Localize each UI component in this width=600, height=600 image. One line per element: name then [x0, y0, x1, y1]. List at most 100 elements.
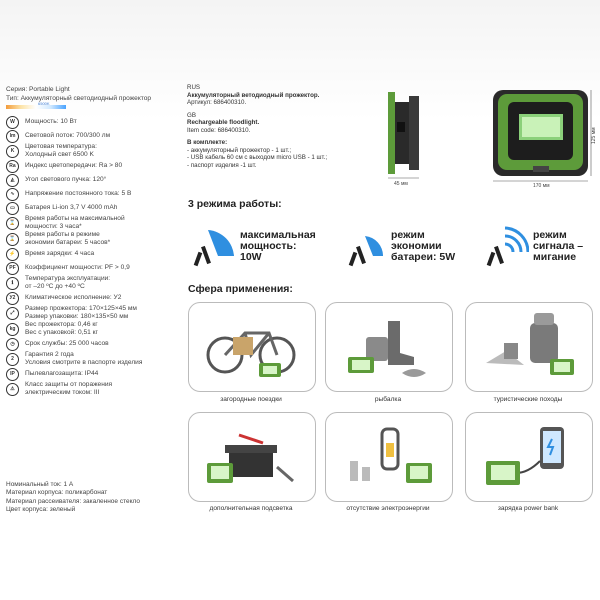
spec-text: Размер прожектора: 170×125×45 мм Размер …	[25, 305, 137, 320]
kit-item: - аккумуляторный прожектор - 1 шт.;	[187, 146, 292, 154]
spec-footer: Номинальный ток: 1 А Материал корпуса: п…	[6, 481, 140, 514]
warranty-icon: 2	[6, 352, 19, 366]
spec-text: Батарея Li-ion 3,7 V 4000 mAh	[25, 204, 118, 211]
size-icon: ⤢	[6, 306, 19, 320]
rus-article: Артикул: 686400310.	[187, 99, 247, 106]
apps-title: Сфера применения:	[188, 283, 293, 295]
color-temp-scale: 6500K	[6, 101, 66, 109]
app-tile-powerbank	[465, 412, 593, 502]
app-tile-blackout	[325, 412, 453, 502]
spec-row: ∿ Напряжение постоянного тока: 5 В	[6, 187, 181, 201]
mode-max-label: максимальная мощность: 10W	[240, 229, 316, 263]
gb-item-code: Item code: 686400310.	[187, 126, 251, 134]
spec-text: Коэффициент мощности: PF > 0,9	[25, 264, 130, 271]
app-caption-hiking: туристические походы	[493, 396, 563, 403]
bicycle-icon	[206, 331, 296, 377]
mode-max: максимальная мощность: 10W	[188, 220, 328, 270]
modes-title: 3 режима работы:	[188, 198, 282, 210]
app-caption-trips: загородные поездки	[220, 396, 282, 403]
kit-title: В комплекте:	[187, 139, 228, 146]
front-view-image: 170 мм 125 мм	[493, 90, 597, 189]
spec-text: Световой поток: 700/300 лм	[25, 132, 111, 139]
height-dimension: 125 мм	[591, 127, 597, 144]
spec-row: У2 Климатическое исполнение: У2	[6, 291, 181, 305]
spec-row: ℹ Температура эксплуатации: от –20 ºC до …	[6, 275, 181, 291]
rus-code: RUS	[187, 84, 201, 91]
spec-row: PF Коэффициент мощности: PF > 0,9	[6, 261, 181, 275]
spec-row: ⚡Время зарядки: 4 часа	[6, 247, 181, 261]
lumen-icon: lm	[6, 129, 19, 143]
kit-item: - USB кабель 60 см с выходом micro USB -…	[187, 154, 328, 161]
voltage-icon: ∿	[6, 187, 19, 201]
spec-row: ⌛Время работы на максимальной мощности: …	[6, 215, 181, 231]
cri-icon: Ra	[6, 159, 19, 173]
spec-text: Класс защиты от поражения электрическим …	[25, 381, 113, 396]
mode-eco: режим экономии батареи: 5W	[345, 220, 475, 270]
spec-row: Ra Индекс цветопередачи: Ra > 80	[6, 159, 181, 173]
weight-icon: kg	[6, 322, 19, 336]
spec-row: W Мощность: 10 Вт	[6, 115, 181, 129]
mode-eco-label: режим экономии батареи: 5W	[391, 229, 456, 263]
mode-signal: режим сигнала – мигание	[485, 220, 600, 270]
floodlight-signal-icon	[486, 226, 529, 267]
spec-text: Угол светового пучка: 120°	[25, 176, 107, 183]
spec-row: kg Вес прожектора: 0,46 кг Вес с упаковко…	[6, 321, 181, 337]
spec-text: Мощность: 10 Вт	[25, 118, 77, 125]
spec-text: Срок службы: 25 000 часов	[25, 340, 109, 347]
spec-row: K Цветовая температура: Холодный свет 650…	[6, 143, 181, 159]
app-caption-fishing: рыбалка	[374, 396, 402, 403]
app-caption-blackout: отсутствие электроэнергии	[346, 505, 430, 512]
spec-text: Климатическое исполнение: У2	[25, 294, 122, 301]
ip-icon: IP	[6, 367, 19, 381]
app-caption-powerbank: зарядка power bank	[497, 505, 559, 512]
width-dimension: 170 мм	[533, 183, 550, 189]
work-time-max-icon: ⌛	[6, 216, 19, 230]
spec-row: ⚠ Класс защиты от поражения электрическим…	[6, 381, 181, 397]
beam-angle-icon: ◭	[6, 173, 19, 187]
temperature-icon: ℹ	[6, 276, 19, 290]
app-tile-lighting	[188, 412, 316, 502]
protection-class-icon: ⚠	[6, 382, 19, 396]
series-label: Серия: Portable Light	[6, 86, 70, 93]
power-factor-icon: PF	[6, 261, 19, 275]
spec-text: Вес прожектора: 0,46 кг Вес с упаковкой:…	[25, 321, 98, 336]
spec-text: Температура эксплуатации: от –20 ºC до +…	[25, 275, 111, 290]
lantern-icon	[350, 427, 432, 483]
kit-item: - паспорт изделия -1 шт.	[187, 161, 257, 169]
app-tile-trips	[188, 302, 316, 392]
spec-text: Пылевлагозащита: IP44	[25, 370, 99, 377]
spec-text: Время работы в режиме экономии батареи: …	[25, 231, 111, 246]
spec-row: IP Пылевлагозащита: IP44	[6, 367, 181, 381]
spec-text: Напряжение постоянного тока: 5 В	[25, 190, 132, 197]
spec-text: Время зарядки: 4 часа	[25, 250, 95, 257]
lifetime-icon: ◷	[6, 337, 19, 351]
spec-text: Индекс цветопередачи: Ra > 80	[25, 162, 123, 169]
spec-text: Цветовая температура: Холодный свет 6500…	[25, 143, 97, 158]
backpack-icon	[486, 313, 574, 375]
climate-icon: У2	[6, 291, 19, 305]
spec-row: ⤢ Размер прожектора: 170×125×45 мм Размер…	[6, 305, 181, 321]
fishing-icon	[348, 321, 426, 377]
toolbox-icon	[207, 433, 294, 483]
floodlight-eco-icon	[348, 236, 384, 267]
app-tile-fishing	[325, 302, 453, 392]
footer-line: Номинальный ток: 1 А	[6, 481, 74, 488]
footer-line: Материал рассеивателя: закаленное стекло	[6, 497, 140, 505]
color-temp-scale-label: 6500K	[38, 101, 50, 106]
spec-list: W Мощность: 10 Вт lm Световой поток: 700/30…	[6, 115, 181, 397]
floodlight-max-icon	[193, 230, 234, 267]
gb-title: Rechargeable floodlight.	[187, 119, 260, 126]
color-temp-icon: K	[6, 144, 19, 158]
footer-line: Материал корпуса: поликарбонат	[6, 489, 108, 497]
spec-row: ◭ Угол светового пучка: 120°	[6, 173, 181, 187]
product-info: RUS Аккумуляторный ветодиодный прожектор…	[187, 84, 387, 169]
power-icon: W	[6, 115, 19, 129]
spec-row: lm Световой поток: 700/300 лм	[6, 129, 181, 143]
footer-line: Цвет корпуса: зеленый	[6, 505, 76, 513]
app-tile-hiking	[465, 302, 593, 392]
work-time-eco-icon: ⌛	[6, 232, 19, 246]
depth-dimension: 45 мм	[394, 181, 408, 187]
mode-signal-label: режим сигнала – мигание	[533, 229, 584, 263]
